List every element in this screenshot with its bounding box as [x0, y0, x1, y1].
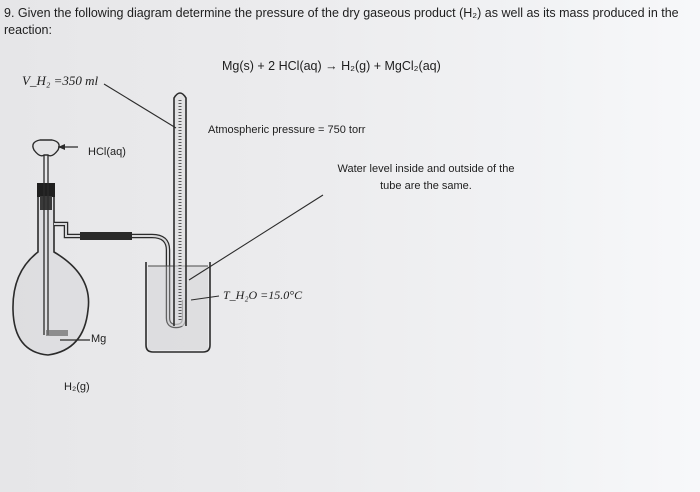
water-level-pointer-line [188, 194, 324, 281]
temperature-label: T_H₂O =15.0°C [223, 288, 303, 302]
magnesium-strip [46, 330, 68, 336]
reaction-equation: Mg(s) + 2 HCl(aq) → H₂(g) + MgCl₂(aq) [222, 59, 441, 73]
flask-stopper [37, 183, 55, 197]
atmospheric-pressure-label: Atmospheric pressure = 750 torr [208, 124, 366, 136]
magnesium-label: Mg [91, 333, 107, 345]
hydrogen-gas-label: H₂(g) [64, 381, 90, 393]
reaction-flask [12, 189, 90, 356]
volume-label: V_H₂ =350 ml [22, 73, 99, 88]
hcl-label: HCl(aq) [88, 146, 126, 158]
question-text: 9. Given the following diagram determine… [4, 6, 679, 37]
temperature-pointer-line [190, 295, 220, 301]
thistle-funnel [32, 139, 60, 157]
water-beaker [145, 262, 211, 353]
collection-tube [173, 92, 187, 326]
water-level-note: Water level inside and outside of the tu… [337, 163, 515, 192]
volume-pointer-line [103, 83, 177, 129]
rubber-connector [80, 232, 132, 240]
